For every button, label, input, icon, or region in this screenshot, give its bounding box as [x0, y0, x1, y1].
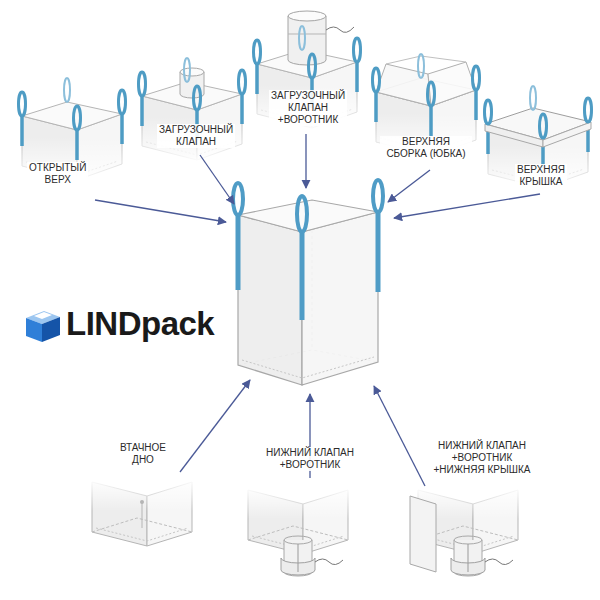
bottom-spout-bag [245, 487, 351, 576]
variant-label: ОТКРЫТЫЙ ВЕРХ [27, 162, 88, 186]
filling-spout-collar-bag [254, 11, 361, 131]
sewn-bottom-bag [89, 479, 195, 546]
bottom-spout-lid-bag [410, 487, 521, 576]
variant-label: ВТАЧНОЕ ДНО [118, 442, 168, 466]
top-lid-bag [485, 86, 592, 191]
variant-label: НИЖНИЙ КЛАПАН +ВОРОТНИК +НИЖНЯЯ КРЫШКА [424, 440, 540, 476]
variant-label: ЗАГРУЗОЧНЫЙ КЛАПАН +ВОРОТНИК [269, 90, 347, 126]
variant-label: ВЕРХНЯЯ СБОРКА (ЮБКА) [380, 136, 472, 160]
central-big-bag [233, 180, 383, 385]
filling-spout-bag [139, 58, 246, 163]
variant-label: НИЖНИЙ КЛАПАН +ВОРОТНИК [258, 447, 362, 471]
brand-icon [26, 311, 60, 342]
brand-logo: LINDpack [66, 306, 214, 342]
top-skirt-bag [373, 54, 480, 159]
variant-label: ЗАГРУЗОЧНЫЙ КЛАПАН [157, 124, 235, 148]
variant-label: ВЕРХНЯЯ КРЫШКА [515, 164, 567, 188]
